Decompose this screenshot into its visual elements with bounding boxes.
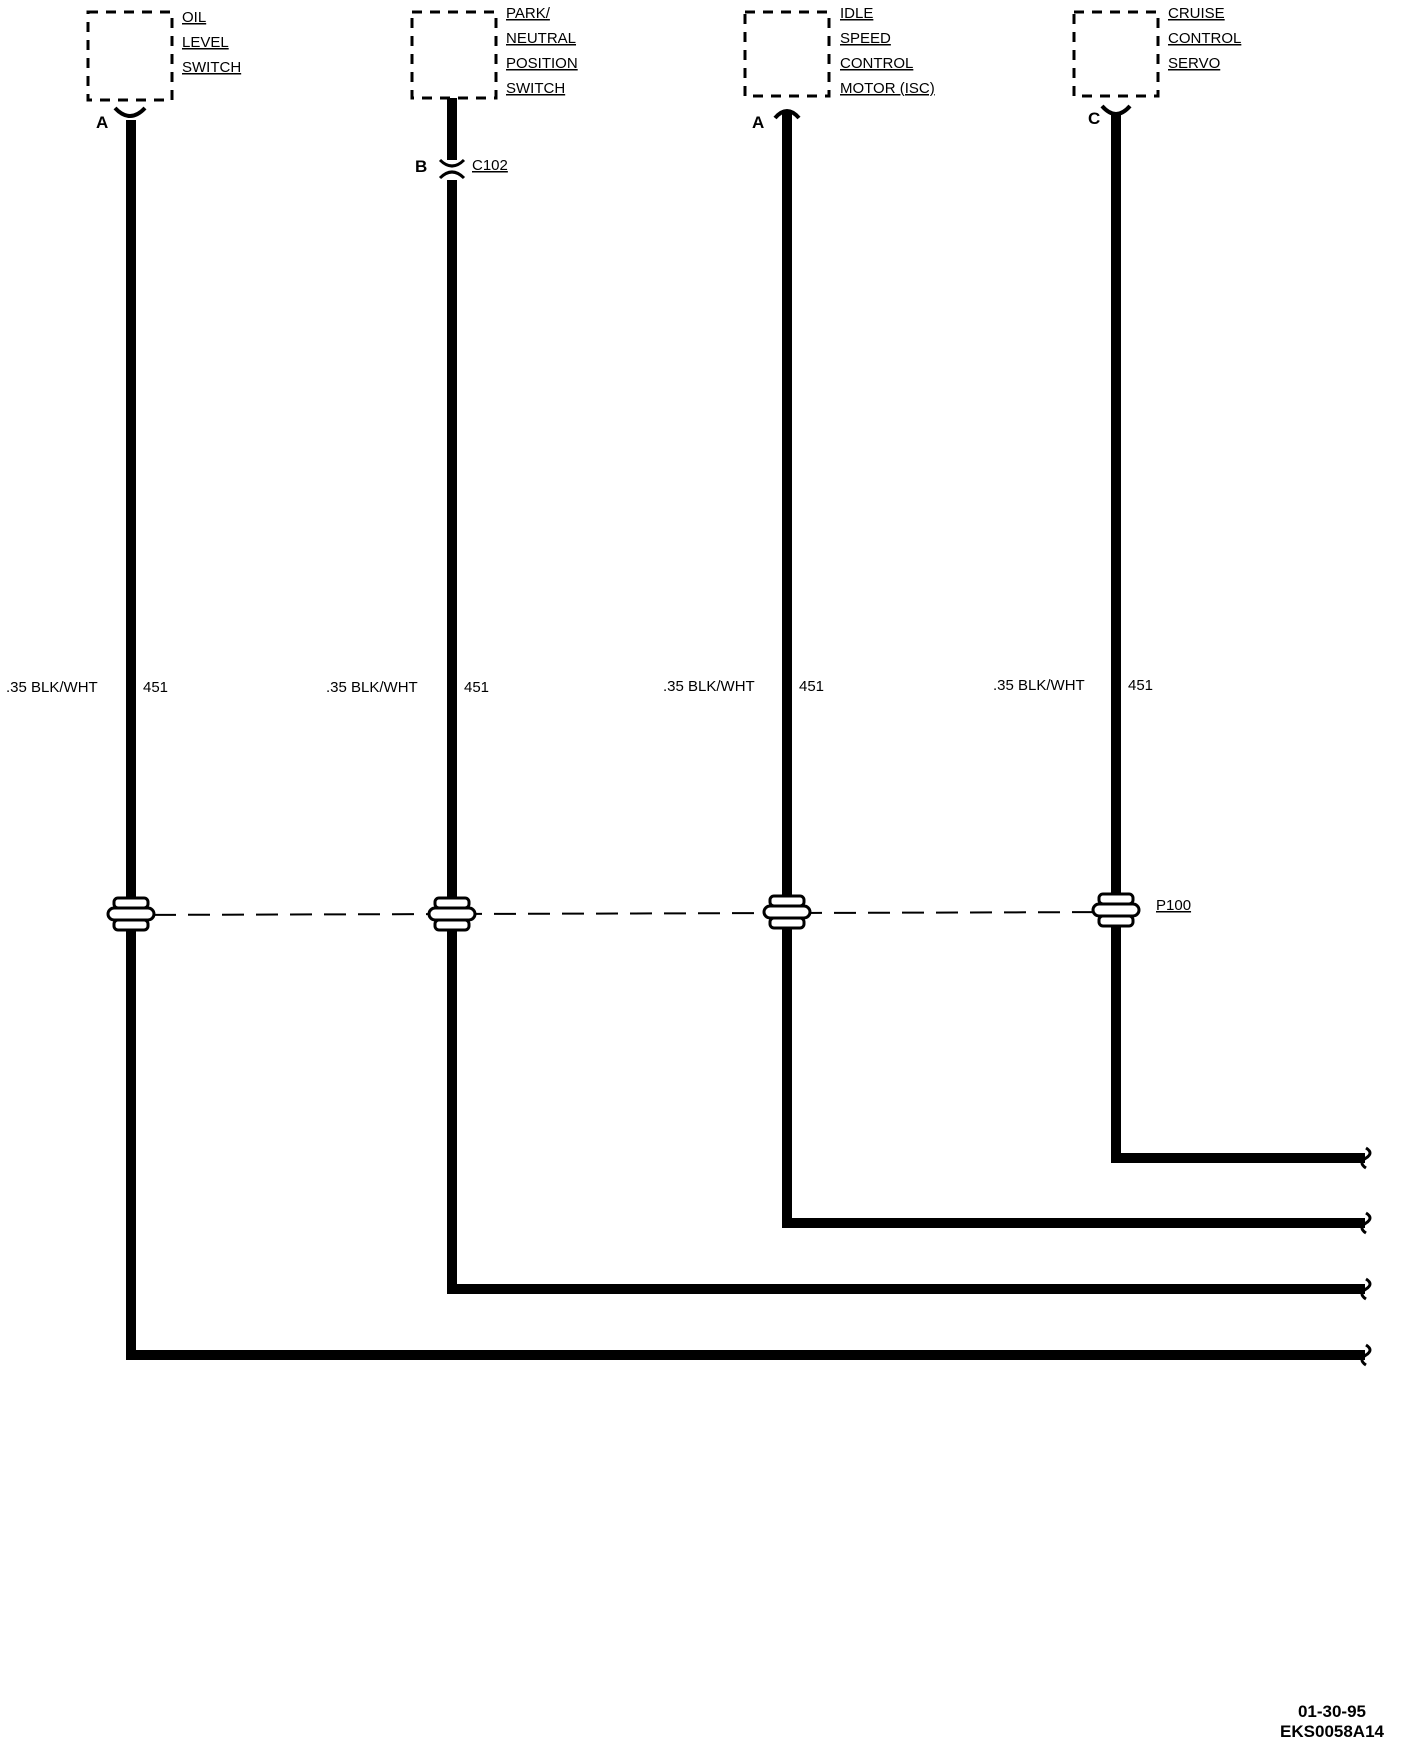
component-box <box>410 10 498 100</box>
continuation-icon <box>1360 1343 1372 1367</box>
component-label-line: OIL <box>182 9 206 26</box>
component-label-line: CRUISE <box>1168 5 1225 22</box>
component-label-line: MOTOR (ISC) <box>840 80 935 97</box>
component-label-line: SWITCH <box>506 80 565 97</box>
grommet-icon <box>1091 892 1141 928</box>
wire-circuit-number: 451 <box>1128 677 1153 694</box>
pin-label: A <box>752 113 764 132</box>
component-label-line: NEUTRAL <box>506 30 576 47</box>
grommet-icon <box>106 896 156 932</box>
grommet-icon <box>762 894 812 930</box>
continuation-icon <box>1360 1277 1372 1301</box>
grommets <box>106 892 1141 932</box>
wire-gauge-color: .35 BLK/WHT <box>326 679 418 696</box>
wire-park-neutral-switch <box>447 98 1365 1294</box>
pass-through-label: P100 <box>1156 897 1191 914</box>
component-label-line: IDLE <box>840 5 873 22</box>
connector-terminal-icon <box>1100 104 1132 116</box>
wire-oil-level-switch <box>126 120 1365 1360</box>
component-park-neutral-position-switch: PARK/ NEUTRAL POSITION SWITCH B C102 <box>410 5 578 180</box>
wire-cruise-control-servo <box>1111 114 1365 1163</box>
wire-idle-speed-motor <box>782 110 1365 1228</box>
component-label-line: CONTROL <box>1168 30 1241 47</box>
wire-gauge-color: .35 BLK/WHT <box>6 679 98 696</box>
pass-through-dashed-line <box>119 911 1131 916</box>
component-box <box>86 10 174 102</box>
wire-circuit-number: 451 <box>143 679 168 696</box>
wire-circuit-number: 451 <box>464 679 489 696</box>
wire-gauge-color: .35 BLK/WHT <box>663 678 755 695</box>
component-box <box>1072 10 1160 98</box>
component-label-line: CONTROL <box>840 55 913 72</box>
component-label-line: LEVEL <box>182 34 229 51</box>
footer-code: EKS0058A14 <box>1280 1722 1385 1741</box>
footer-date: 01-30-95 <box>1298 1702 1366 1721</box>
pin-label: C <box>1088 109 1100 128</box>
connector-terminal-icon <box>113 106 147 118</box>
component-oil-level-switch: OIL LEVEL SWITCH A <box>86 9 241 132</box>
wire-group <box>126 98 1365 1360</box>
grommet-icon <box>427 896 477 932</box>
connector-label: C102 <box>472 157 508 174</box>
component-label-line: SWITCH <box>182 59 241 76</box>
continuation-icon <box>1360 1211 1372 1235</box>
component-label-line: PARK/ <box>506 5 551 22</box>
component-label-line: SERVO <box>1168 55 1220 72</box>
pin-label: A <box>96 113 108 132</box>
component-idle-speed-control-motor: IDLE SPEED CONTROL MOTOR (ISC) A <box>743 5 935 132</box>
connector-c102-icon <box>438 158 466 180</box>
wire-continuation-marks <box>1360 1146 1372 1367</box>
pin-label: B <box>415 157 427 176</box>
continuation-icon <box>1360 1146 1372 1170</box>
component-label-line: POSITION <box>506 55 578 72</box>
wire-circuit-number: 451 <box>799 678 824 695</box>
component-label-line: SPEED <box>840 30 891 47</box>
component-box <box>743 10 831 98</box>
component-cruise-control-servo: CRUISE CONTROL SERVO C <box>1072 5 1241 128</box>
wire-labels: .35 BLK/WHT 451 .35 BLK/WHT 451 .35 BLK/… <box>6 677 1153 696</box>
wire-gauge-color: .35 BLK/WHT <box>993 677 1085 694</box>
